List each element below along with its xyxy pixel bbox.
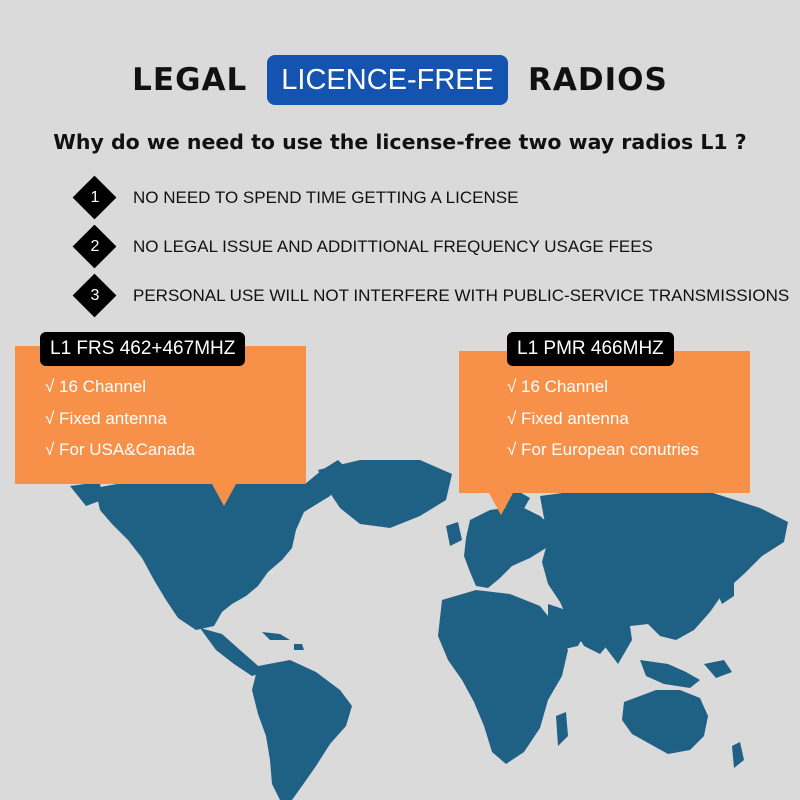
reason-text: NO NEED TO SPEND TIME GETTING A LICENSE <box>133 188 519 207</box>
reason-number: 2 <box>90 238 100 255</box>
reason-item: 3 PERSONAL USE WILL NOT INTERFERE WITH P… <box>72 273 790 318</box>
reason-text: PERSONAL USE WILL NOT INTERFERE WITH PUB… <box>133 286 790 305</box>
pmr-card-label: L1 PMR 466MHZ <box>507 332 674 366</box>
reason-item: 2 NO LEGAL ISSUE AND ADDITTIONAL FREQUEN… <box>72 224 653 269</box>
pmr-card <box>459 351 750 493</box>
title-licence-free-pill: LICENCE-FREE <box>267 55 508 105</box>
frs-feature: √ Fixed antenna <box>45 409 167 428</box>
frs-feature: √ 16 Channel <box>45 377 147 396</box>
title-legal: LEGAL <box>132 62 248 98</box>
reason-item: 1 NO NEED TO SPEND TIME GETTING A LICENS… <box>72 175 519 220</box>
reason-text: NO LEGAL ISSUE AND ADDITTIONAL FREQUENCY… <box>133 237 653 256</box>
frs-card-pointer <box>212 484 236 506</box>
title-row: LEGAL LICENCE-FREE RADIOS <box>0 54 800 106</box>
pmr-card-pointer <box>489 493 513 515</box>
frs-card <box>15 346 306 484</box>
pmr-feature: √ 16 Channel <box>507 377 609 396</box>
pmr-feature: √ For European conutries <box>507 440 699 459</box>
reason-number: 1 <box>90 189 100 206</box>
pmr-feature: √ Fixed antenna <box>507 409 629 428</box>
question-heading: Why do we need to use the license-free t… <box>53 130 747 154</box>
frs-card-label: L1 FRS 462+467MHZ <box>40 332 246 366</box>
reason-number: 3 <box>90 287 100 304</box>
frs-feature: √ For USA&Canada <box>45 440 196 459</box>
title-radios: RADIOS <box>528 62 668 98</box>
